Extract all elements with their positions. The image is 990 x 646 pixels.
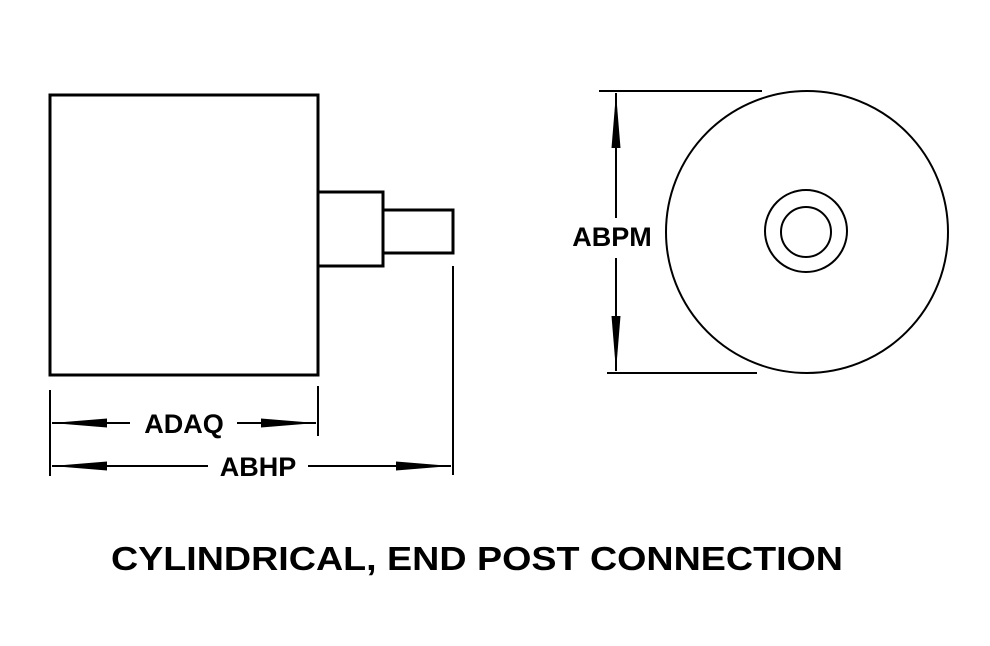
abhp-arrowhead-left: [52, 461, 107, 471]
end-post-circle: [780, 206, 832, 258]
end-post: [381, 208, 455, 255]
post-base-circle: [764, 189, 848, 273]
adaq-label: ADAQ: [144, 409, 224, 439]
adaq-arrowhead-left: [52, 418, 107, 428]
post-base: [316, 190, 385, 268]
side-view-dimensions: [49, 266, 454, 476]
diagram-caption: CYLINDRICAL, END POST CONNECTION: [111, 540, 843, 577]
adaq-arrowhead-right: [261, 418, 316, 428]
side-view: [48, 93, 455, 377]
abpm-arrowhead-top: [611, 93, 621, 148]
side-view-arrowheads: [52, 418, 451, 471]
abhp-label: ABHP: [220, 452, 297, 482]
abpm-label: ABPM: [572, 222, 652, 252]
end-view: [665, 90, 949, 374]
cylinder-body: [48, 93, 320, 377]
abhp-arrowhead-right: [396, 461, 451, 471]
abpm-arrowhead-bottom: [611, 316, 621, 371]
end-view-arrowheads: [611, 93, 621, 371]
outer-circle: [665, 90, 949, 374]
